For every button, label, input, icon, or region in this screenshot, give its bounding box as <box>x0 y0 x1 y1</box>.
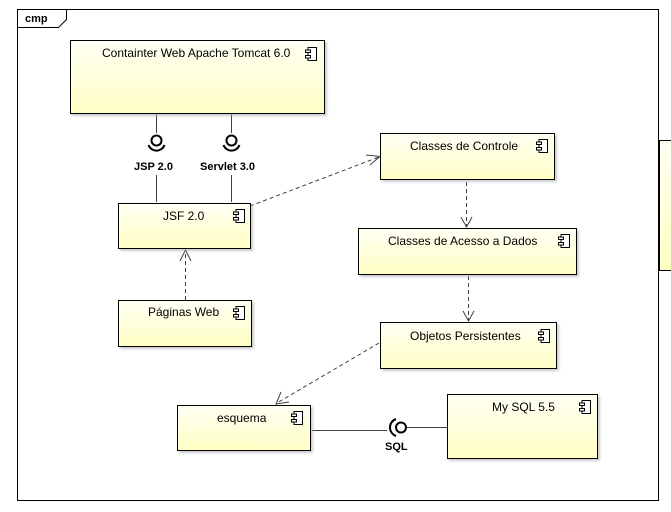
connectors <box>156 114 475 431</box>
acesso-label: Classes de Acesso a Dados <box>388 234 537 248</box>
acesso-objetos-arrowhead <box>462 310 475 323</box>
component-classes-de-controle[interactable]: Classes de Controle <box>380 133 555 180</box>
servlet-ball <box>225 134 238 147</box>
controle-acesso-arrowhead <box>460 216 473 229</box>
controle-label: Classes de Controle <box>410 139 518 153</box>
objetos-label: Objetos Persistentes <box>410 329 521 343</box>
servlet-socket <box>222 144 241 152</box>
component-tomcat[interactable]: Containter Web Apache Tomcat 6.0 <box>70 40 325 114</box>
jsf-controle-dependency <box>249 156 380 207</box>
interface-jsp <box>147 134 166 152</box>
sql-label: SQL <box>385 441 408 453</box>
jsf-label: JSF 2.0 <box>163 209 205 223</box>
jsp-ball <box>150 134 163 147</box>
objetos-esquema-arrowhead <box>275 391 290 405</box>
esquema-label: esquema <box>217 411 267 425</box>
component-classes-de-acesso[interactable]: Classes de Acesso a Dados <box>358 228 577 275</box>
component-paginas-web[interactable]: Páginas Web <box>118 300 252 347</box>
component-jsf[interactable]: JSF 2.0 <box>118 203 251 249</box>
objetos-esquema-dependency <box>276 342 380 404</box>
component-mysql[interactable]: My SQL 5.5 <box>447 394 598 459</box>
paginas-jsf-arrowhead <box>179 248 192 262</box>
interface-servlet <box>222 134 241 152</box>
component-objetos-persistentes[interactable]: Objetos Persistentes <box>380 322 557 369</box>
mysql-label: My SQL 5.5 <box>492 400 555 414</box>
interface-sql <box>389 418 407 437</box>
tomcat-label: Containter Web Apache Tomcat 6.0 <box>102 46 291 60</box>
jsp-label: JSP 2.0 <box>134 161 173 173</box>
sql-socket <box>389 418 397 437</box>
paginas-label: Páginas Web <box>148 305 219 319</box>
frame-label: cmp <box>25 13 48 25</box>
servlet-label: Servlet 3.0 <box>200 161 255 173</box>
component-esquema[interactable]: esquema <box>177 405 311 451</box>
jsp-socket <box>147 144 166 152</box>
offscreen-component-edge <box>659 140 671 271</box>
sql-ball <box>395 421 407 434</box>
